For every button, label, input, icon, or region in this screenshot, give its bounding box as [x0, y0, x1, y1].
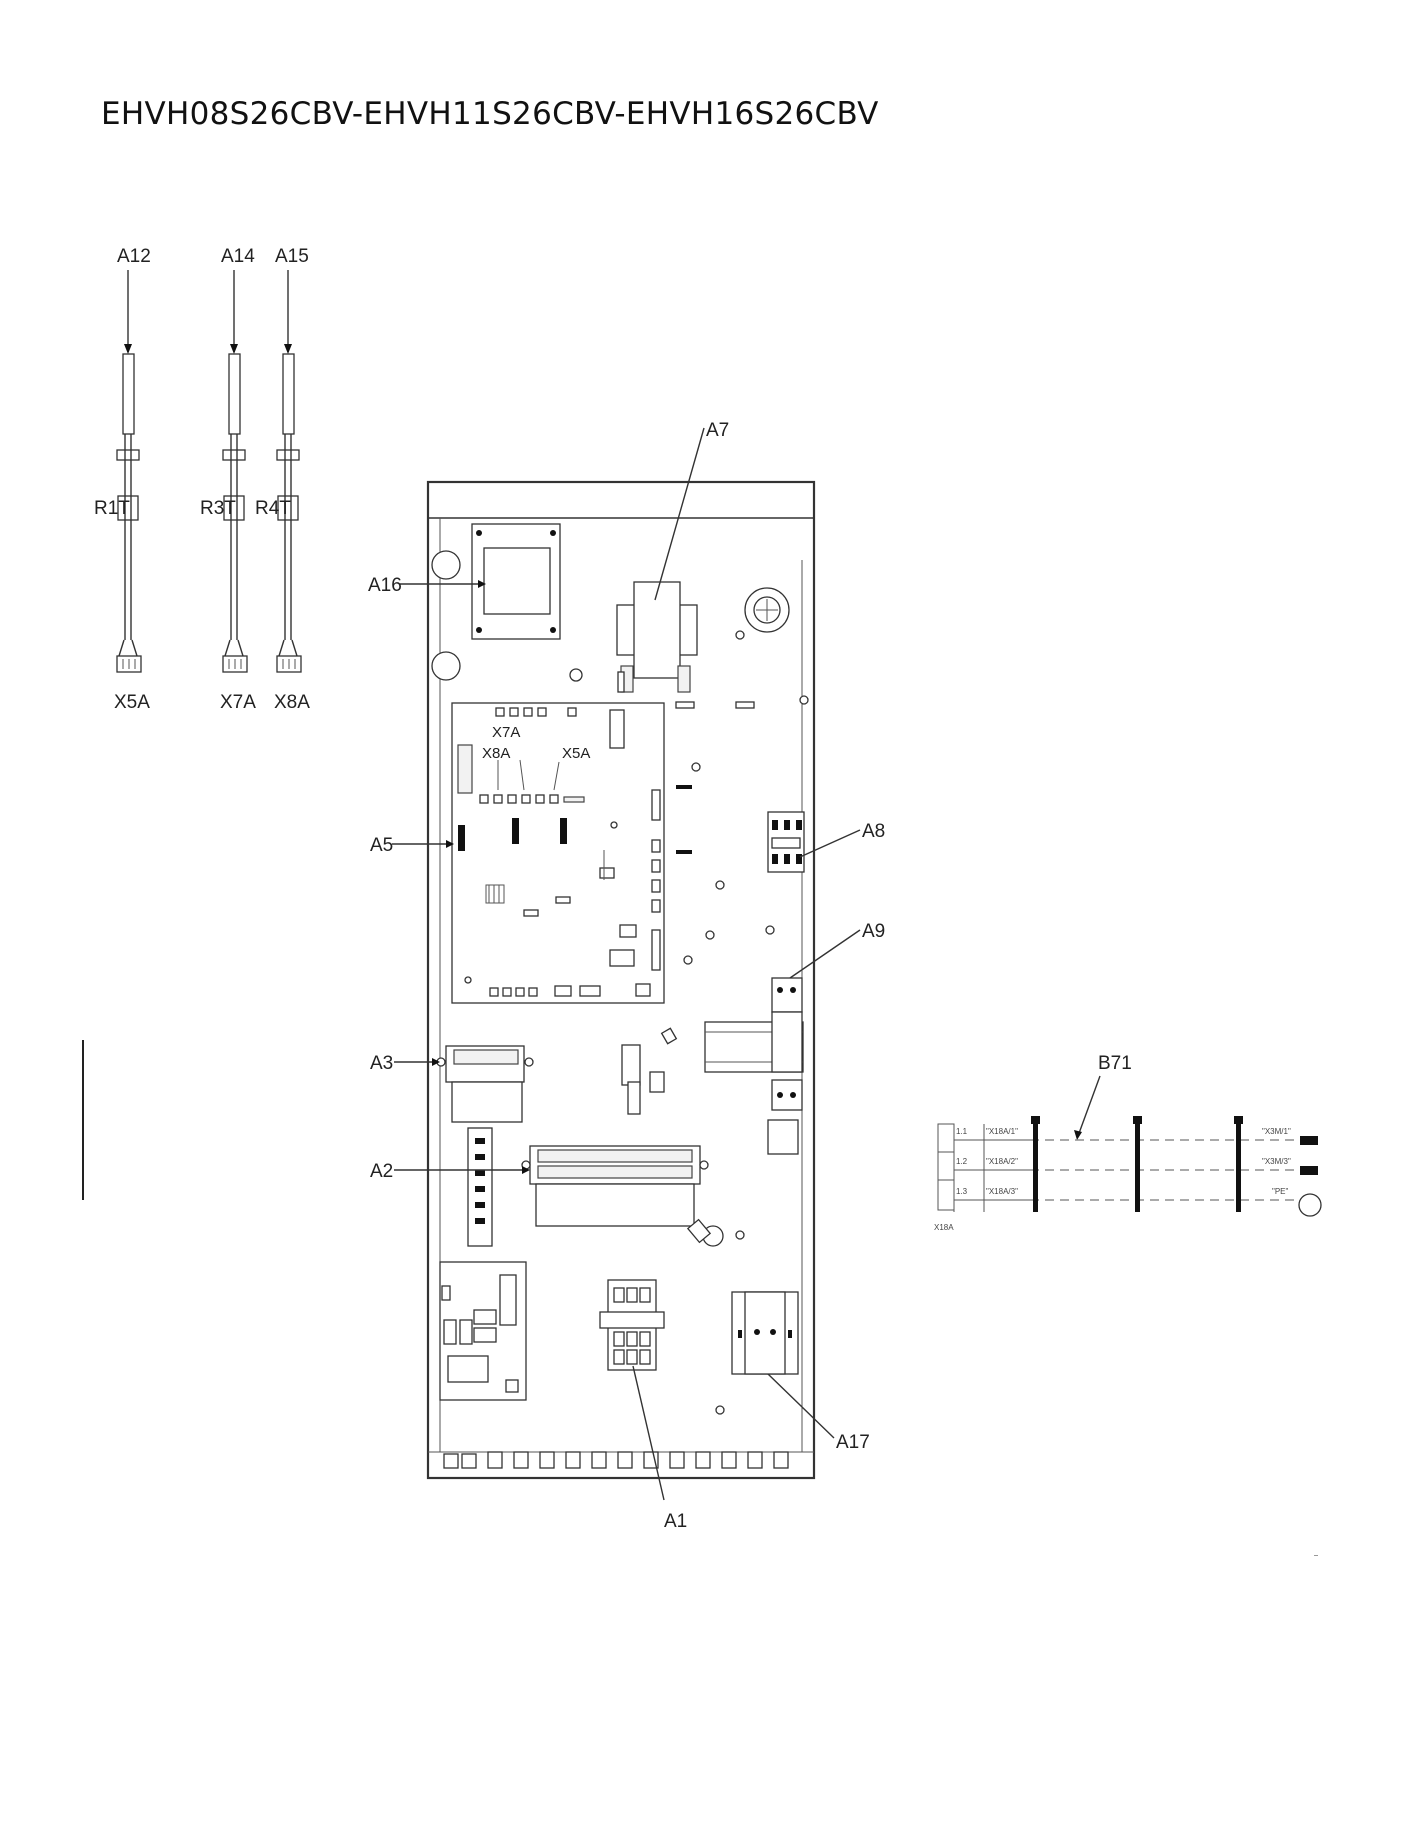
callout-a16: A16 [368, 575, 486, 596]
b71-label: B71 [1098, 1053, 1132, 1074]
component-a16 [431, 523, 561, 681]
connector-x8a-label: X8A [274, 692, 310, 713]
svg-text:A2: A2 [370, 1161, 393, 1182]
sensor-a15: A15 R4T X8A [255, 246, 310, 713]
b71-wire-left-1: "X18A/1" [986, 1127, 1018, 1136]
svg-text:A1: A1 [664, 1511, 687, 1532]
component-a3 [436, 1045, 534, 1123]
b71-wire-left-3: "X18A/3" [986, 1187, 1018, 1196]
pcb-x5a-label: X5A [562, 745, 590, 762]
sensor-a14-label: A14 [221, 246, 255, 267]
b71-wire-left-2: "X18A/2" [986, 1157, 1018, 1166]
connector-x7a-label: X7A [220, 692, 256, 713]
b71-wire-right-2: "X3M/3" [1262, 1157, 1291, 1166]
bottom-left-pcb [439, 1261, 527, 1401]
callout-a1: A1 [632, 1365, 687, 1532]
resistor-r3t-label: R3T [200, 498, 236, 519]
switch-box: X7A X8A X5A [426, 480, 816, 1480]
component-a7 [616, 581, 698, 693]
component-a2 [521, 1145, 709, 1227]
connector-x5a-label: X5A [114, 692, 150, 713]
b71-wire-right-3: "PE" [1272, 1187, 1289, 1196]
svg-text:A9: A9 [862, 921, 885, 942]
svg-text:A17: A17 [836, 1432, 870, 1453]
pcb-x8a-label: X8A [482, 745, 510, 762]
b71-pin-3: 1.3 [956, 1187, 968, 1196]
callout-a3: A3 [370, 1053, 440, 1074]
svg-text:A8: A8 [862, 821, 885, 842]
callout-a9: A9 [789, 921, 885, 979]
callout-a7: A7 [654, 420, 729, 601]
sensor-a15-label: A15 [275, 246, 309, 267]
resistor-r4t-label: R4T [255, 498, 291, 519]
svg-text:A16: A16 [368, 575, 402, 596]
b71-pin-1: 1.1 [956, 1127, 968, 1136]
vertical-terminal-strip [467, 1127, 493, 1247]
component-a9 [704, 977, 804, 1155]
b71-connector-label: X18A [934, 1223, 954, 1232]
sensor-a12-label: A12 [117, 246, 151, 267]
pcb-x7a-label: X7A [492, 724, 520, 741]
component-a17 [731, 1291, 799, 1375]
svg-text:A3: A3 [370, 1053, 393, 1074]
resistor-r1t-label: R1T [94, 498, 130, 519]
callout-a5: A5 [370, 835, 454, 856]
page-title: EHVH08S26CBV-EHVH11S26CBV-EHVH16S26CBV [101, 96, 879, 132]
sensor-a14: A14 R3T X7A [200, 246, 256, 713]
b71-pin-2: 1.2 [956, 1157, 968, 1166]
bottom-terminal-strip [443, 1451, 789, 1469]
component-a8 [767, 811, 805, 873]
b71-wire-right-1: "X3M/1" [1262, 1127, 1291, 1136]
component-a5-pcb: X7A X8A X5A [451, 702, 665, 1004]
callout-a2: A2 [370, 1161, 530, 1182]
b71-harness: B71 1.1 1.2 1.3 X18A "X18A/1" "X18A/2" "… [934, 1053, 1322, 1232]
component-a1 [599, 1279, 665, 1371]
callout-a17: A17 [767, 1373, 870, 1453]
svg-text:A5: A5 [370, 835, 393, 856]
svg-text:A7: A7 [706, 420, 729, 441]
sensor-a12: A12 R1T X5A [94, 246, 151, 713]
callout-a8: A8 [799, 821, 885, 858]
